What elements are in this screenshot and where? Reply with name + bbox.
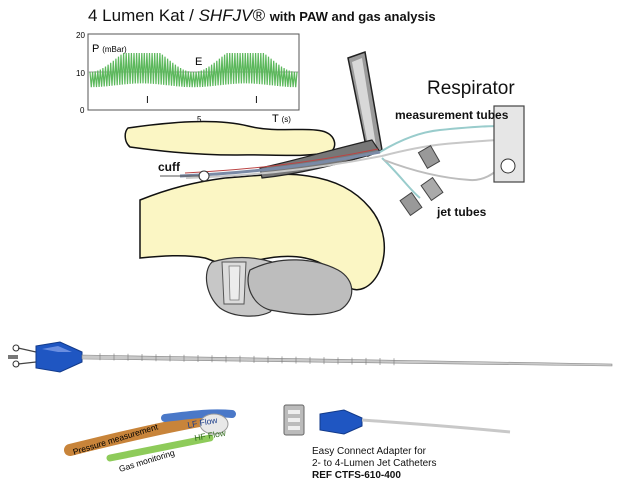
connector-ring <box>12 360 20 368</box>
caption-ref: REF CTFS-610-400 <box>312 470 401 481</box>
jet-tube <box>383 159 501 182</box>
inspiration-label: I <box>146 95 149 106</box>
adapter-slot <box>288 418 300 422</box>
x-tick-label: 5 <box>197 115 202 124</box>
respirator-device <box>493 105 525 183</box>
title-prefix: 4 Lumen Kat / <box>88 6 199 25</box>
tube-connector <box>417 145 441 169</box>
expiration-label: E <box>195 56 202 68</box>
connector-tip <box>8 355 18 359</box>
adapter-caption: Easy Connect Adapter for 2- to 4-Lumen J… <box>312 446 437 482</box>
lumen-inset: Pressure measurement Gas monitoring LF F… <box>64 409 236 474</box>
y-tick-label: 20 <box>76 31 85 40</box>
cuff-balloon <box>198 170 210 182</box>
lumen-end <box>199 413 229 435</box>
title-suffix: with PAW and gas analysis <box>269 9 436 24</box>
palate <box>124 120 336 157</box>
x-axis-label: T (s) <box>272 113 291 125</box>
jet-tube <box>381 157 421 199</box>
hub-highlight <box>42 346 72 352</box>
respirator-port <box>500 158 516 174</box>
adapter-shaft <box>361 418 511 434</box>
caption-line: 2- to 4-Lumen Jet Catheters <box>312 458 437 469</box>
adapter-slot <box>288 426 300 430</box>
trachea-ring <box>228 265 241 301</box>
jet-catheter <box>160 125 501 217</box>
y-axis-label: P (mBar) <box>92 43 127 55</box>
caption-line: Easy Connect Adapter for <box>312 446 426 457</box>
connector-wire <box>17 361 37 365</box>
tube-pressure <box>64 414 211 456</box>
pressure-line <box>89 52 298 88</box>
tube-connector <box>399 191 423 217</box>
tube-connector <box>420 176 444 202</box>
catheter-shaft <box>81 354 613 367</box>
respirator-label: Respirator <box>427 78 515 99</box>
adapter-hub <box>319 409 363 435</box>
title-brand: SHFJV® <box>198 6 265 25</box>
cuff-label: cuff <box>158 160 180 174</box>
tube-gas <box>106 434 214 462</box>
connector-wire <box>17 347 37 353</box>
esophagus <box>247 259 353 316</box>
y-tick-label: 10 <box>76 69 85 78</box>
measurement-tubes-label: measurement tubes <box>395 108 509 122</box>
diagram-title: 4 Lumen Kat / SHFJV® with PAW and gas an… <box>88 6 436 26</box>
catheter-product-view <box>8 341 613 373</box>
connector-ring <box>12 344 20 352</box>
jet-tubes-label: jet tubes <box>437 205 487 219</box>
pressure-series <box>89 52 298 88</box>
adapter-slot <box>288 410 300 414</box>
measurement-tube <box>379 125 501 153</box>
y-tick-label: 0 <box>80 106 85 115</box>
measurement-tube <box>381 139 501 157</box>
laryngoscope-highlight <box>352 58 376 150</box>
tube-lf <box>161 409 236 422</box>
pressure-chart: 20 10 0 5 P (mBar) T (s) E I I <box>76 31 300 125</box>
easy-connect-adapter <box>283 404 511 436</box>
shaft-markings <box>99 353 395 366</box>
inspiration-label: I <box>255 95 258 106</box>
